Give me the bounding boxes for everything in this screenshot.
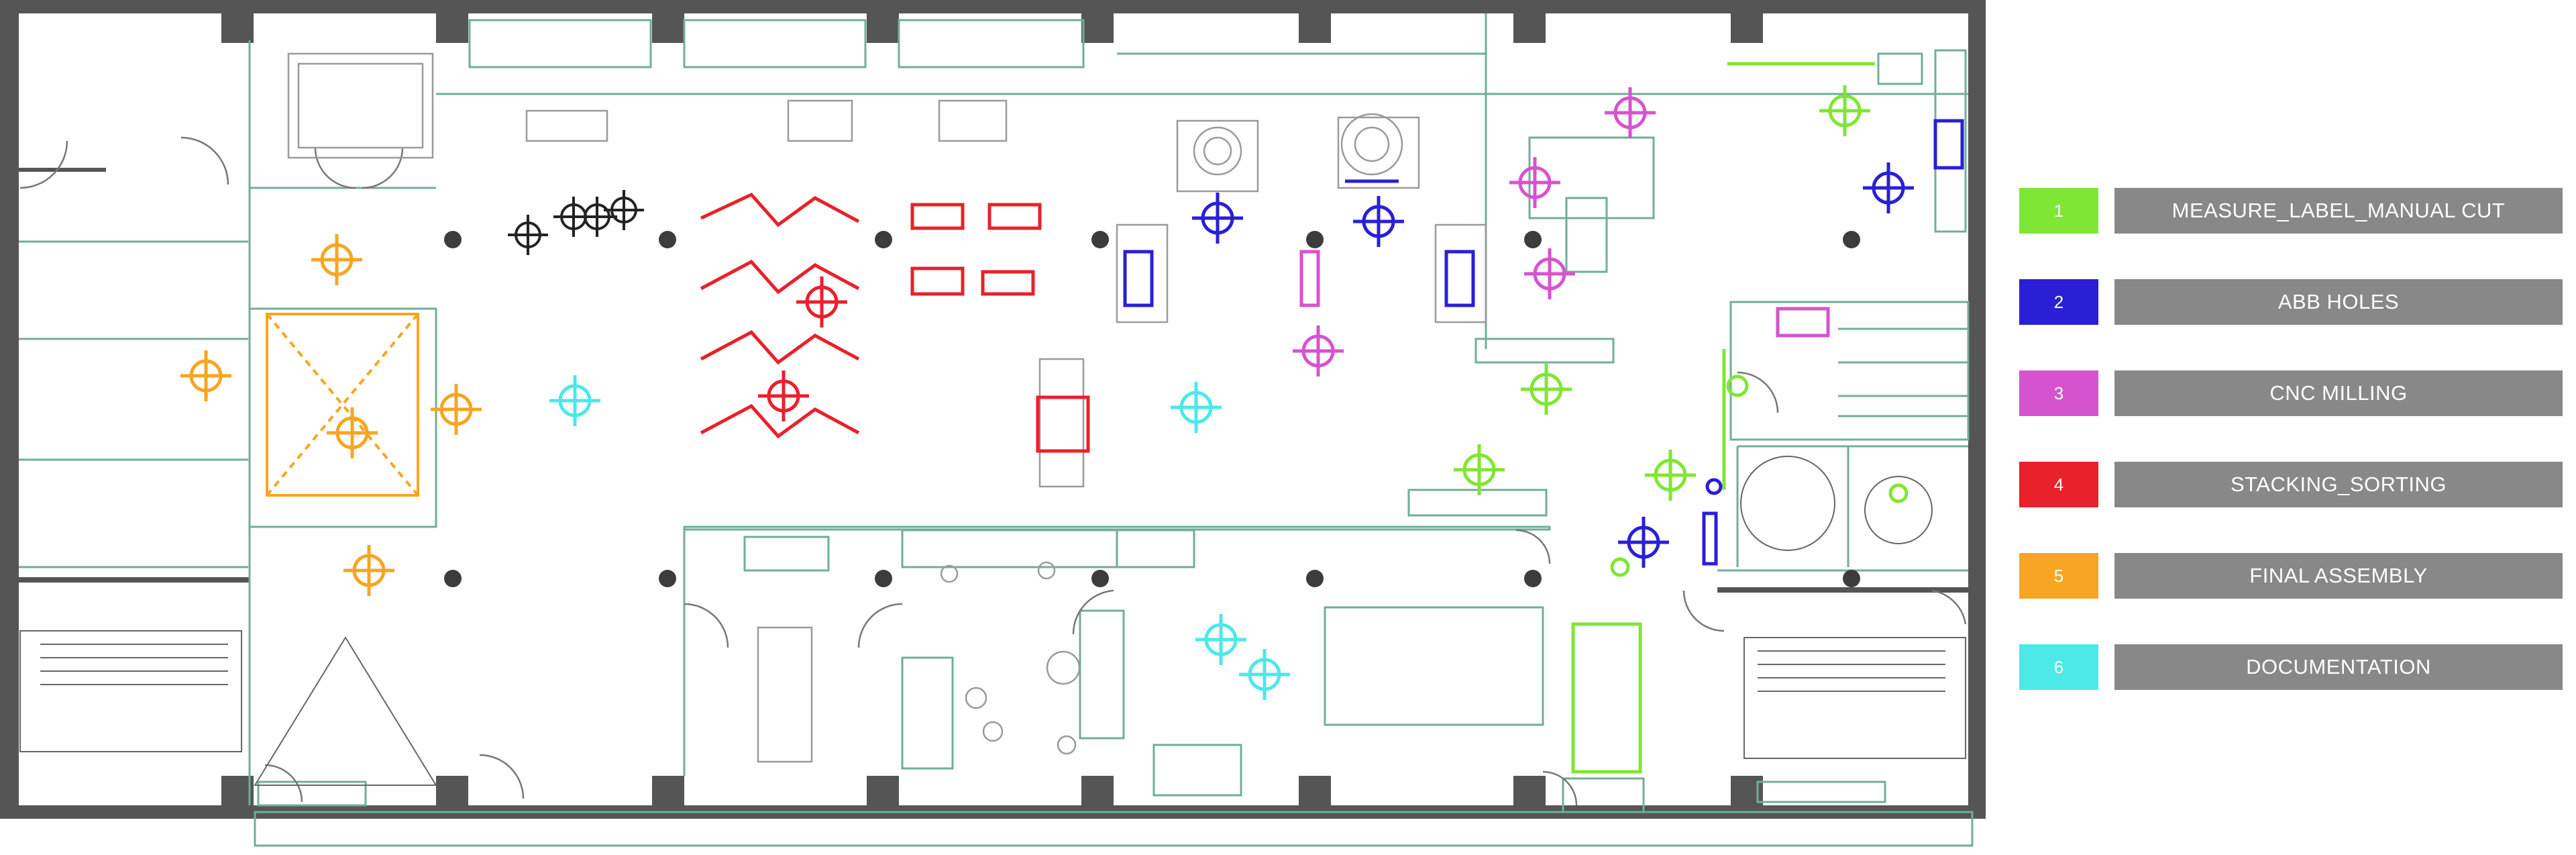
legend-number: 1 <box>2019 188 2098 234</box>
legend-label: MEASURE_LABEL_MANUAL CUT <box>2114 188 2563 234</box>
markers-cnc-milling <box>1293 87 1656 376</box>
legend-item-stacking-sorting: 4 STACKING_SORTING <box>2019 462 2563 507</box>
markers-documentation <box>549 375 1290 700</box>
floor-plan <box>0 0 1986 847</box>
structural-columns <box>444 231 1860 587</box>
exterior-walls <box>0 0 1986 819</box>
markers-stacking-sorting <box>758 276 847 421</box>
legend-item-documentation: 6 DOCUMENTATION <box>2019 644 2563 690</box>
legend-number: 4 <box>2019 462 2098 507</box>
doors <box>19 136 1967 806</box>
legend-label: FINAL ASSEMBLY <box>2114 553 2563 599</box>
plan-linework <box>19 13 1974 847</box>
legend-number: 6 <box>2019 644 2098 690</box>
legend-label: DOCUMENTATION <box>2114 644 2563 690</box>
machine-accents <box>1123 62 1964 774</box>
stacking-racks <box>700 192 1090 453</box>
markers-abb-holes <box>1192 162 1914 568</box>
legend-item-abb-holes: 2 ABB HOLES <box>2019 279 2563 325</box>
legend-item-cnc-milling: 3 CNC MILLING <box>2019 370 2563 416</box>
equipment <box>287 52 1487 763</box>
legend-label: ABB HOLES <box>2114 279 2563 325</box>
legend-item-measure-label-manual-cut: 1 MEASURE_LABEL_MANUAL CUT <box>2019 188 2563 234</box>
process-legend: 1 MEASURE_LABEL_MANUAL CUT 2 ABB HOLES 3… <box>2019 188 2563 736</box>
markers-measure-label-manual-cut <box>1454 85 1909 577</box>
existing-markers <box>508 190 644 255</box>
legend-label: STACKING_SORTING <box>2114 462 2563 507</box>
markers-final-assembly <box>180 234 482 596</box>
assembly-frame <box>266 313 419 497</box>
legend-number: 5 <box>2019 553 2098 599</box>
legend-item-final-assembly: 5 FINAL ASSEMBLY <box>2019 553 2563 599</box>
legend-number: 3 <box>2019 370 2098 416</box>
legend-label: CNC MILLING <box>2114 370 2563 416</box>
legend-number: 2 <box>2019 279 2098 325</box>
stairs <box>19 456 1966 786</box>
